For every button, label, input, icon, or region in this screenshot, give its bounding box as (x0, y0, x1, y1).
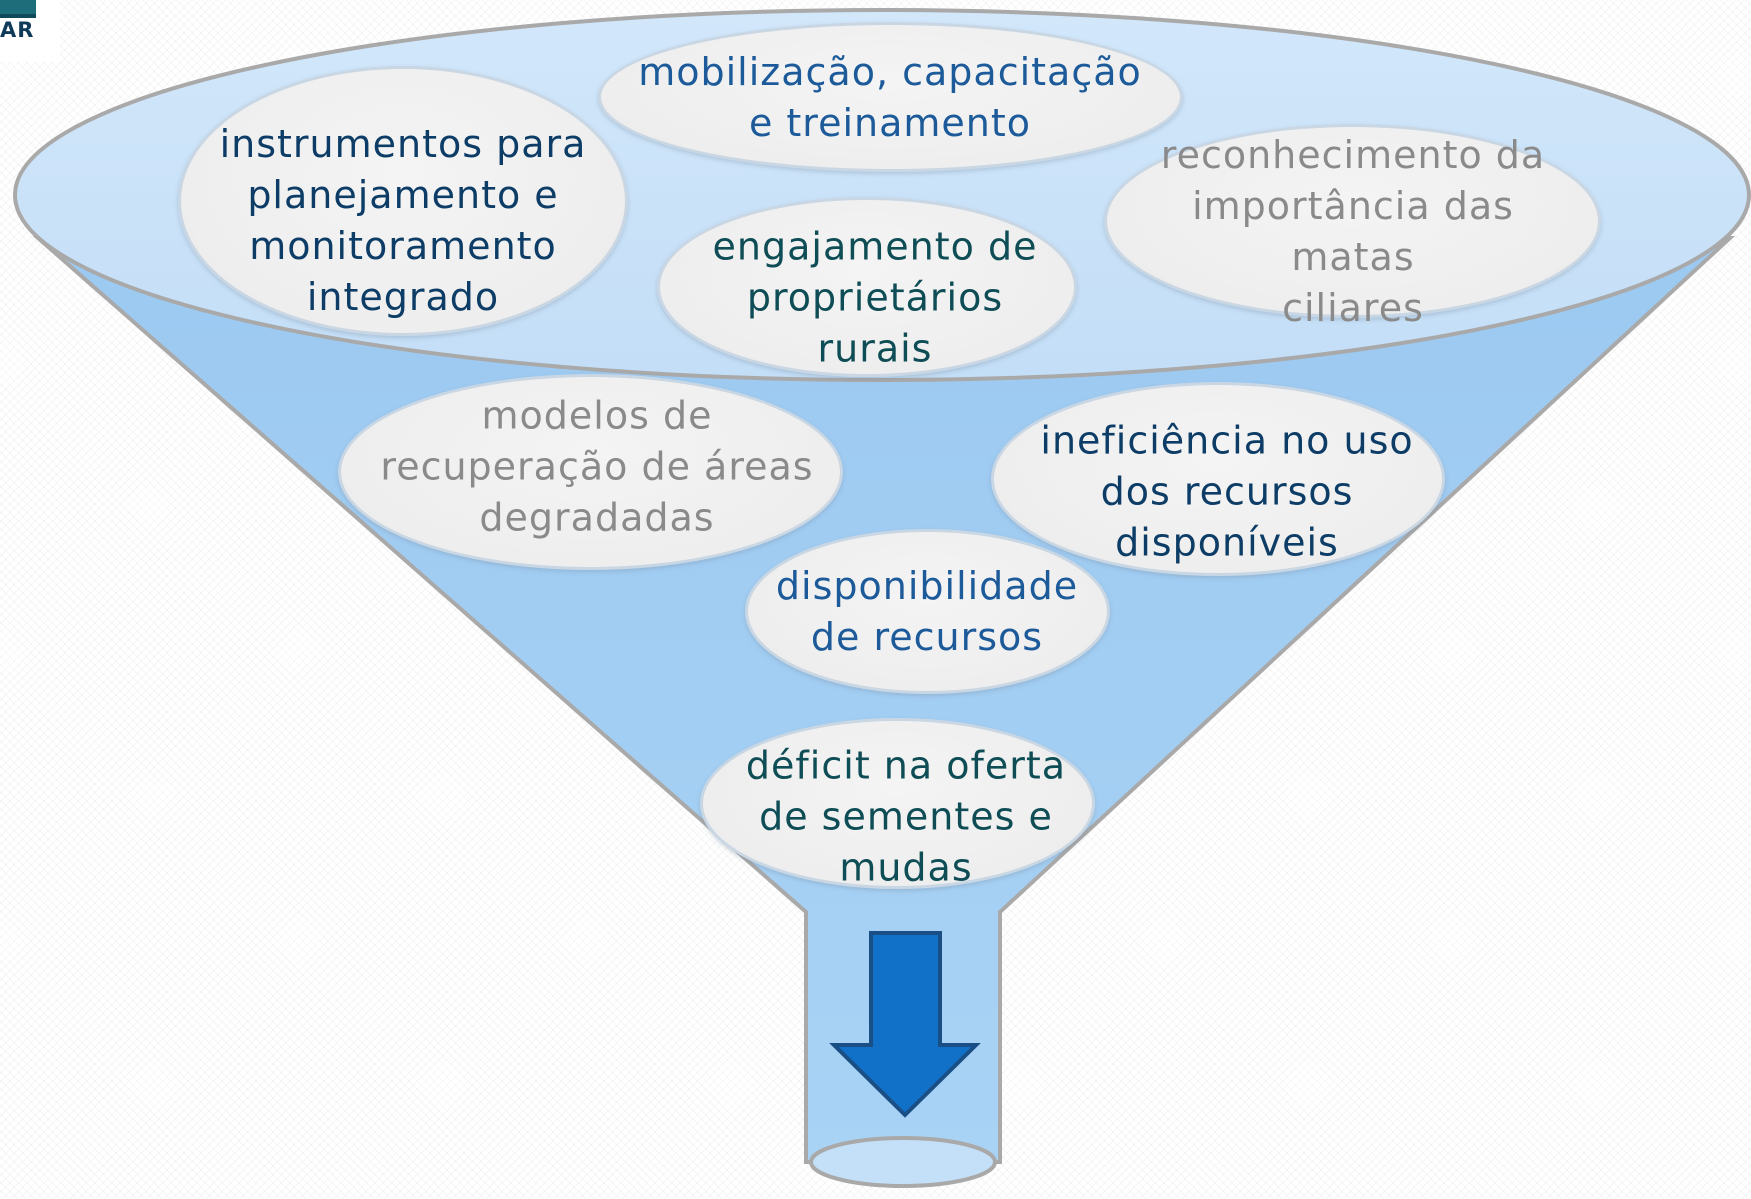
bubble-mobilizacao (598, 22, 1183, 172)
bubble-instrumentos (178, 66, 628, 336)
bubble-reconhecimento (1104, 124, 1601, 318)
label-modelos: modelos de recuperação de áreas degradad… (380, 393, 814, 540)
bubble-ineficiencia (991, 382, 1445, 576)
bubble-deficit (700, 718, 1095, 889)
logo-mark-icon (0, 0, 36, 18)
logo-text: AR (0, 18, 35, 42)
down-arrow-icon (829, 931, 981, 1118)
label-reconhecimento: reconhecimento da importância das matas … (1160, 133, 1546, 330)
label-disponibilidade: disponibilidade de recursos (775, 564, 1079, 659)
funnel-spout-opening (809, 1136, 997, 1188)
bubble-disponibilidade (745, 529, 1110, 694)
bubble-modelos (338, 374, 843, 570)
bubble-engajamento (657, 197, 1077, 377)
logo: AR (0, 0, 60, 62)
label-instrumentos: instrumentos para planejamento e monitor… (219, 122, 587, 319)
label-deficit: déficit na oferta de sementes e mudas (745, 743, 1067, 890)
label-ineficiencia: ineficiência no uso dos recursos disponí… (1040, 418, 1414, 565)
label-mobilizacao: mobilização, capacitação e treinamento (638, 50, 1142, 145)
label-engajamento: engajamento de proprietários rurais (712, 224, 1038, 371)
